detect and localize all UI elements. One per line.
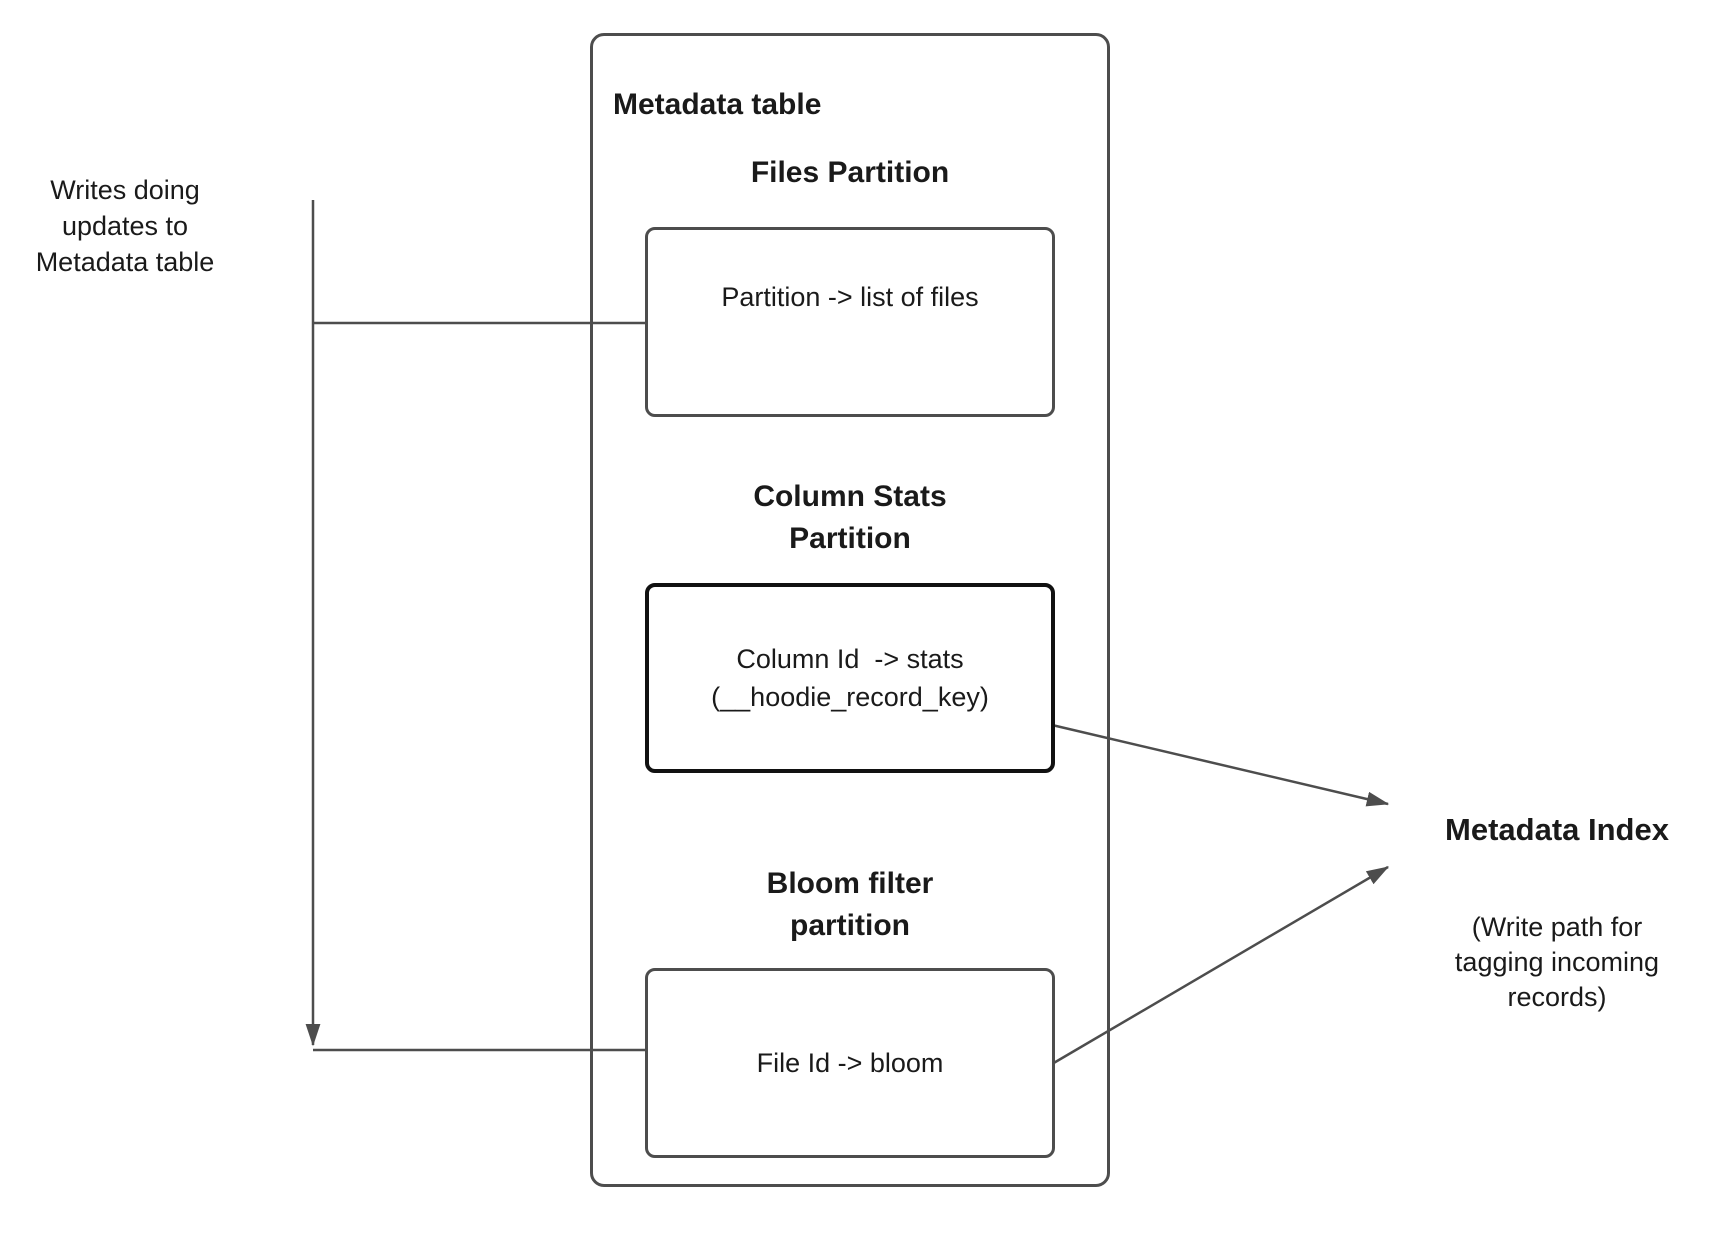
- metadata-index-title: Metadata Index: [1445, 812, 1669, 847]
- bloom-filter-partition-box: File Id -> bloom: [645, 968, 1055, 1158]
- bloom-filter-partition-text: File Id -> bloom: [756, 1048, 944, 1078]
- bloom-filter-partition-heading: Bloom filter partition: [766, 867, 934, 942]
- column-stats-partition-heading: Column Stats Partition: [753, 480, 947, 555]
- files-partition-text: Partition -> list of files: [721, 282, 979, 312]
- files-partition-box: Partition -> list of files: [645, 227, 1055, 417]
- metadata-table-container: [590, 33, 1110, 1187]
- column-stats-partition-box: Column Id -> stats (__hoodie_record_key): [645, 583, 1055, 773]
- metadata-table-title: Metadata table: [613, 88, 822, 121]
- writes-note: Writes doing updates to Metadata table: [35, 175, 215, 277]
- column-stats-partition-text: Column Id -> stats (__hoodie_record_key): [711, 644, 989, 712]
- files-partition-heading: Files Partition: [750, 156, 950, 189]
- metadata-index-subtitle: (Write path for tagging incoming records…: [1454, 912, 1667, 1012]
